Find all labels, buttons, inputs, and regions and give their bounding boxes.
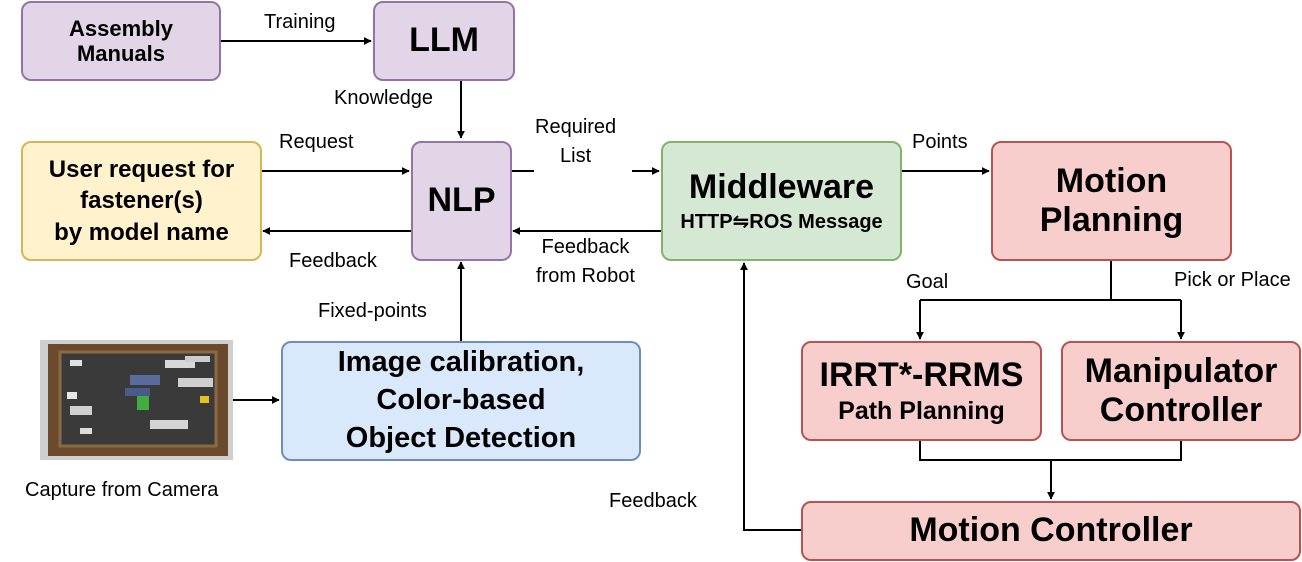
motion-controller-box: Motion Controller: [801, 501, 1301, 561]
edge-planning-split: [920, 261, 1181, 301]
user-request-box: User request for fastener(s) by model na…: [21, 141, 262, 261]
image-calibration-box: Image calibration, Color-based Object De…: [281, 341, 641, 461]
assembly-manuals-box: Assembly Manuals: [21, 1, 221, 81]
camera-capture-image: [40, 340, 233, 460]
label-knowledge: Knowledge: [334, 87, 433, 109]
edge-feedback-motion: [740, 262, 801, 531]
label-feedback-motion: Feedback: [609, 490, 697, 512]
label-training: Training: [264, 11, 336, 33]
nlp-box: NLP: [411, 141, 512, 261]
label-fixed-points: Fixed-points: [318, 300, 427, 322]
camera-caption: Capture from Camera: [25, 479, 219, 501]
label-feedback-robot: Feedback from Robot: [536, 236, 635, 287]
middleware-box: Middleware HTTP⇋ROS Message: [661, 141, 902, 261]
label-goal: Goal: [906, 271, 949, 293]
irrt-box: IRRT*-RRMS Path Planning: [801, 341, 1042, 441]
irrt-title: IRRT*-RRMS: [819, 356, 1024, 395]
middleware-subtitle: HTTP⇋ROS Message: [680, 211, 883, 234]
motion-planning-box: Motion Planning: [991, 141, 1232, 261]
llm-box: LLM: [373, 1, 515, 81]
middleware-title: Middleware: [688, 167, 875, 206]
label-feedback-user: Feedback: [289, 250, 377, 272]
label-points: Points: [912, 131, 968, 153]
edge-merge: [919, 440, 1182, 499]
manipulator-controller-box: Manipulator Controller: [1061, 341, 1301, 441]
label-required-list: Required List: [535, 116, 617, 167]
label-pick-or-place: Pick or Place: [1174, 269, 1291, 291]
irrt-subtitle: Path Planning: [838, 397, 1005, 426]
label-request: Request: [279, 131, 354, 153]
